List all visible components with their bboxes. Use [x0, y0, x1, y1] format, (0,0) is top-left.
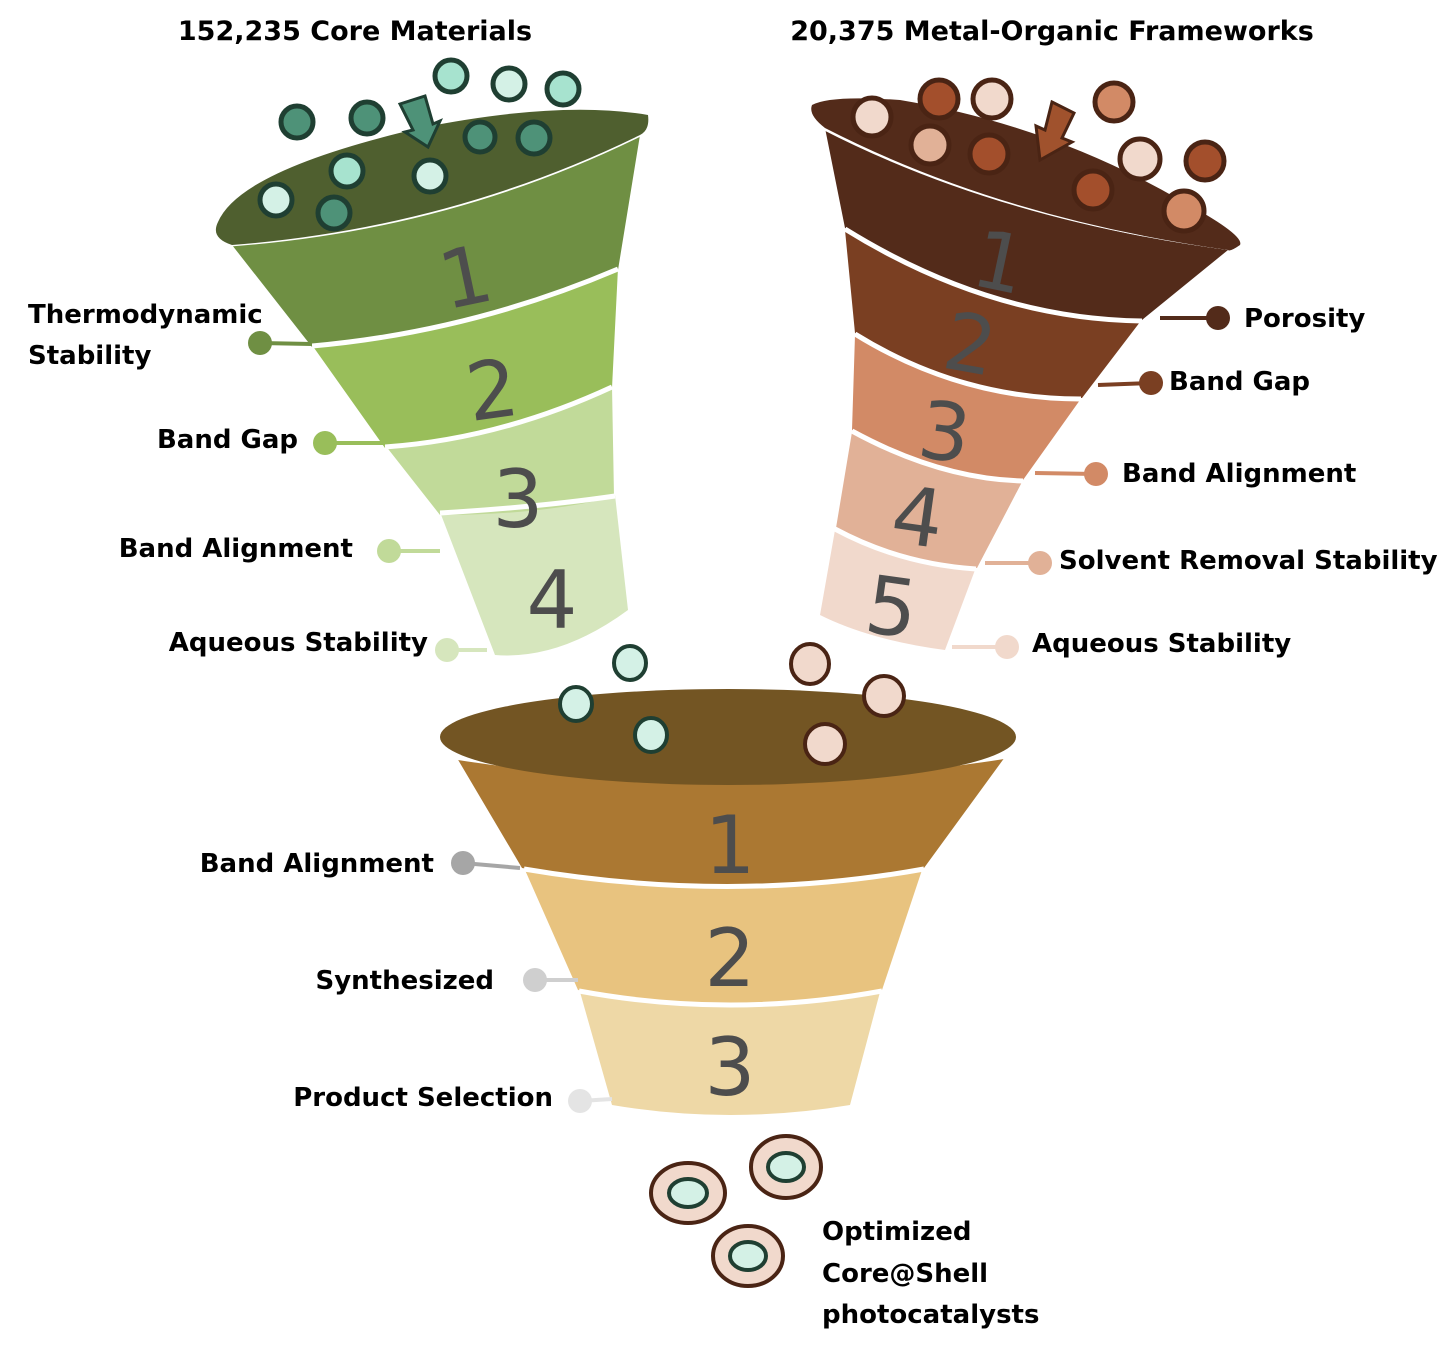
- mof-particle: [850, 95, 894, 139]
- mof-callout-dot: [995, 635, 1019, 659]
- core-particle: [490, 65, 528, 103]
- mof-particle: [1117, 136, 1163, 182]
- mof-separator: [853, 331, 1082, 402]
- core-stage-1: [232, 135, 640, 347]
- core-stage-label: Band Alignment: [119, 534, 353, 564]
- core-callout-dot: [435, 638, 459, 662]
- mof-stage-4: [836, 432, 1022, 568]
- core-stage-2: [312, 268, 618, 448]
- combined-stage-number: 2: [705, 912, 756, 1005]
- mof-particle: [1183, 139, 1227, 183]
- mof-separator: [850, 428, 1024, 484]
- mof-callout-dot: [1028, 551, 1052, 575]
- core-shell-particle-icon: [711, 1224, 785, 1288]
- core-particle: [633, 716, 669, 754]
- mof-callout-dot: [1206, 306, 1230, 330]
- mof-separator: [833, 526, 977, 572]
- mof-stage-2: [845, 230, 1140, 398]
- mof-funnel: 20,375 Metal-Organic Frameworks 1 2 3 4 …: [790, 16, 1438, 659]
- core-particle: [462, 119, 498, 155]
- mof-particle: [1161, 188, 1207, 234]
- mof-particle: [917, 77, 961, 121]
- mof-funnel-title: 20,375 Metal-Organic Frameworks: [790, 16, 1314, 47]
- core-separator: [439, 493, 616, 516]
- core-particle: [558, 685, 594, 723]
- mof-particle: [1071, 168, 1115, 212]
- core-funnel: 152,235 Core Materials 1 2 3 4 Thermodyn…: [28, 16, 649, 662]
- mof-stage-label: Band Gap: [1169, 367, 1310, 397]
- mof-stage-label: Band Alignment: [1122, 459, 1356, 489]
- mof-stage-3: [852, 335, 1080, 480]
- core-particle: [348, 99, 386, 137]
- mof-particle: [862, 674, 906, 718]
- combined-callout-dot: [451, 851, 475, 875]
- mof-particle: [967, 132, 1011, 176]
- core-stage-label: Band Gap: [157, 425, 298, 455]
- core-particles: [257, 57, 582, 232]
- core-particle: [432, 57, 470, 95]
- combined-stage-number: 3: [705, 1021, 756, 1114]
- mof-stage-5: [820, 530, 975, 650]
- output-label-line: photocatalysts: [822, 1300, 1039, 1330]
- combined-separator: [578, 988, 883, 1008]
- core-callout-dot: [377, 539, 401, 563]
- mof-stage-1: [825, 128, 1228, 320]
- core-down-arrow-icon: [397, 94, 443, 150]
- mof-particle: [1092, 80, 1136, 124]
- combined-stage-label: Product Selection: [293, 1083, 553, 1113]
- core-particle: [411, 157, 449, 195]
- combined-funnel-rim: [440, 689, 1016, 785]
- core-funnel-title: 152,235 Core Materials: [178, 16, 532, 47]
- combined-stage-label: Band Alignment: [200, 849, 434, 879]
- core-stage-label: Aqueous Stability: [169, 628, 428, 658]
- core-particle: [278, 103, 316, 141]
- core-separator: [311, 266, 619, 349]
- mof-particle: [908, 123, 952, 167]
- core-callout-dot: [248, 331, 272, 355]
- mof-stage-label: Solvent Removal Stability: [1059, 546, 1438, 576]
- core-particle: [544, 70, 582, 108]
- core-callout-dot: [313, 431, 337, 455]
- mof-particle: [789, 642, 831, 686]
- output-label-line: Core@Shell: [822, 1259, 988, 1289]
- core-particle: [612, 644, 648, 682]
- core-shell-output: Optimized Core@Shell photocatalysts: [649, 1134, 1039, 1330]
- mof-down-arrow-icon: [1034, 99, 1076, 163]
- core-separator: [384, 384, 614, 450]
- core-shell-particle-icon: [749, 1134, 823, 1200]
- core-stage-4: [440, 495, 628, 656]
- combined-stage-3: [580, 992, 880, 1115]
- combined-stage-number: 1: [705, 799, 756, 892]
- combined-callout-dot: [568, 1089, 592, 1113]
- output-label-line: Optimized: [822, 1217, 971, 1247]
- core-shell-particle-icon: [649, 1161, 727, 1225]
- combined-callout-dot: [523, 968, 547, 992]
- mof-particle: [970, 77, 1014, 121]
- combined-stage-2: [525, 870, 922, 1004]
- core-stage-label: Stability: [28, 341, 151, 371]
- mof-stage-label: Aqueous Stability: [1032, 629, 1291, 659]
- mof-callout-dot: [1139, 371, 1163, 395]
- core-stage-number: 3: [493, 453, 544, 546]
- combined-stage-1: [457, 757, 1005, 885]
- combined-funnel: 1 2 3 Band Alignment Synthesized Product…: [200, 642, 1016, 1115]
- mof-separator: [843, 226, 1143, 324]
- combined-separator: [523, 866, 925, 889]
- core-particle: [315, 194, 353, 232]
- core-stage-3: [385, 386, 614, 515]
- mof-particles: [850, 77, 1227, 234]
- mof-particle: [803, 722, 847, 766]
- combined-mof-particles: [789, 642, 906, 766]
- combined-core-particles: [558, 644, 669, 754]
- mof-callout-dot: [1084, 462, 1108, 486]
- combined-stage-label: Synthesized: [315, 966, 494, 996]
- core-particle: [328, 152, 366, 190]
- core-particle: [515, 119, 553, 157]
- core-stage-label: Thermodynamic: [28, 300, 263, 330]
- core-particle: [257, 181, 295, 219]
- core-stage-number: 4: [527, 554, 578, 647]
- mof-stage-label: Porosity: [1244, 304, 1365, 334]
